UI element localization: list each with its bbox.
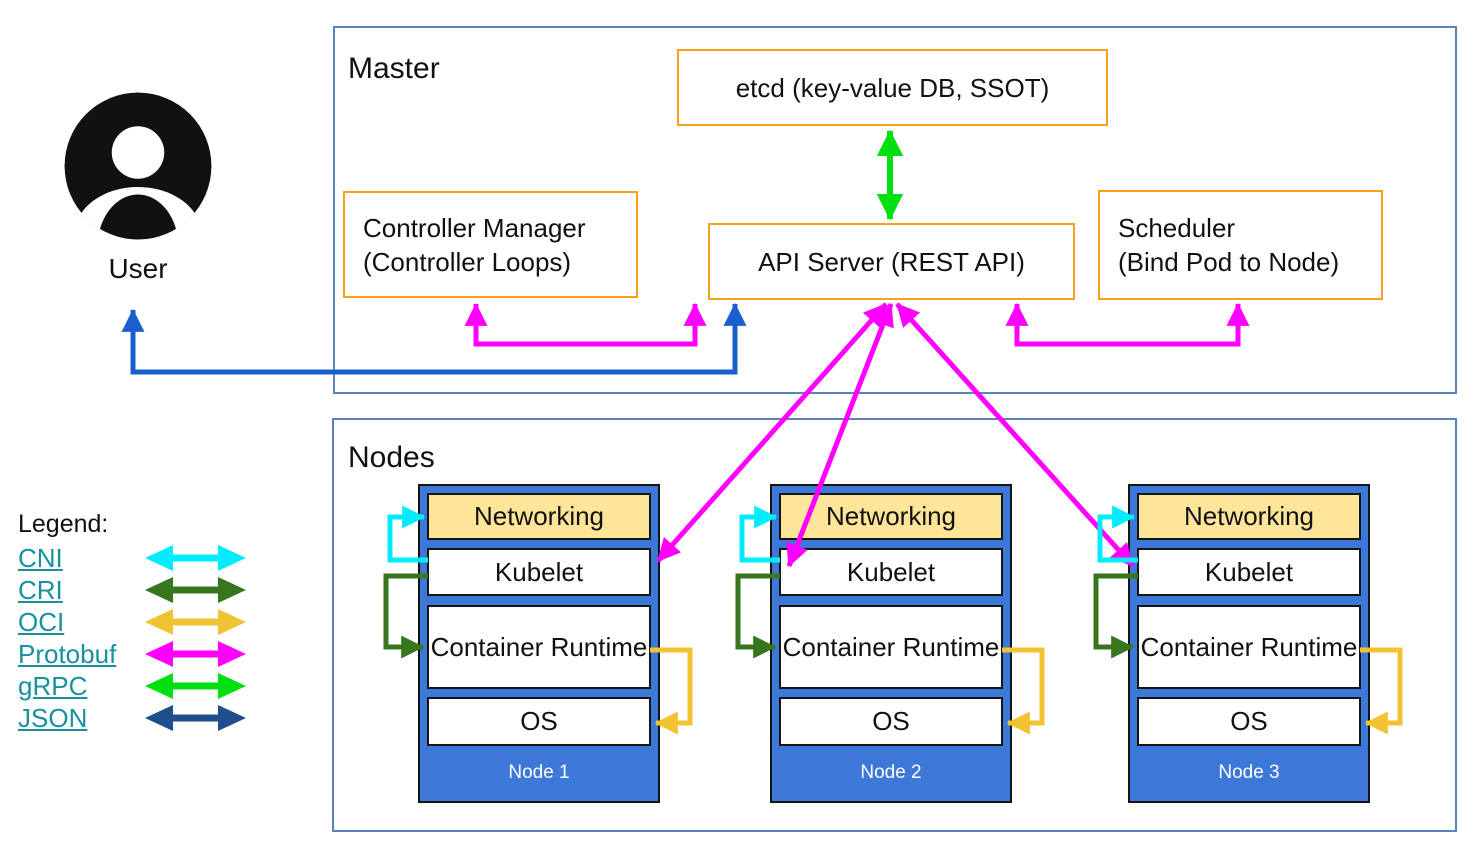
legend-arrow-cri [145,577,246,603]
legend-link-json[interactable]: JSON [18,703,88,733]
container-runtime-box: Container Runtime [427,605,651,689]
user-avatar-icon [64,92,212,240]
user-label: User [108,253,168,284]
legend-link-cri[interactable]: CRI [18,575,63,605]
scheduler-label: Scheduler (Bind Pod to Node) [1118,213,1340,277]
legend-arrow-oci [145,609,246,635]
node-box-2: Networking Kubelet Container Runtime OS … [770,484,1012,803]
nodes-section-title: Nodes [348,441,435,474]
networking-label: Networking [473,501,605,531]
os-box: OS [427,697,651,746]
master-section-box [333,26,1457,394]
os-label: OS [520,706,558,736]
os-label: OS [1230,706,1268,736]
kubelet-box: Kubelet [779,548,1003,596]
container-runtime-label: Container Runtime [782,631,1000,662]
api-server-box: API Server (REST API) [708,223,1075,300]
os-box: OS [779,697,1003,746]
legend-title: Legend: [18,510,109,538]
controller-manager-label: Controller Manager (Controller Loops) [363,212,586,277]
etcd-box: etcd (key-value DB, SSOT) [677,49,1108,126]
controller-manager-box: Controller Manager (Controller Loops) [343,191,638,298]
legend-link-cni[interactable]: CNI [18,543,63,573]
networking-box: Networking [427,493,651,540]
kubelet-label: Kubelet [846,556,936,587]
kubelet-box: Kubelet [1137,548,1361,596]
kubelet-box: Kubelet [427,548,651,596]
node-name-label: Node 2 [860,761,922,783]
legend-link-protobuf[interactable]: Protobuf [18,639,117,669]
api-server-label: API Server (REST API) [758,246,1025,277]
scheduler-box: Scheduler (Bind Pod to Node) [1098,190,1383,300]
master-section-title: Master [348,52,440,85]
networking-label: Networking [1183,501,1315,531]
legend-link-oci[interactable]: OCI [18,607,65,637]
node-name-label: Node 1 [508,761,570,783]
etcd-label: etcd (key-value DB, SSOT) [735,72,1050,103]
os-box: OS [1137,697,1361,746]
legend-arrow-grpc [145,673,246,699]
networking-box: Networking [1137,493,1361,540]
container-runtime-box: Container Runtime [779,605,1003,689]
legend-arrow-json [145,705,246,731]
container-runtime-label: Container Runtime [430,631,648,662]
os-label: OS [872,706,910,736]
legend-arrow-cni [145,545,246,571]
legend-link-grpc[interactable]: gRPC [18,671,88,701]
legend-arrow-protobuf [145,641,246,667]
networking-box: Networking [779,493,1003,540]
node-box-1: Networking Kubelet Container Runtime OS … [418,484,660,803]
networking-label: Networking [825,501,957,531]
kubelet-label: Kubelet [1204,556,1294,587]
kubelet-label: Kubelet [494,556,584,587]
node-box-3: Networking Kubelet Container Runtime OS … [1128,484,1370,803]
node-name-label: Node 3 [1218,761,1280,783]
container-runtime-box: Container Runtime [1137,605,1361,689]
container-runtime-label: Container Runtime [1140,631,1358,662]
nodes-section-box [332,418,1457,832]
